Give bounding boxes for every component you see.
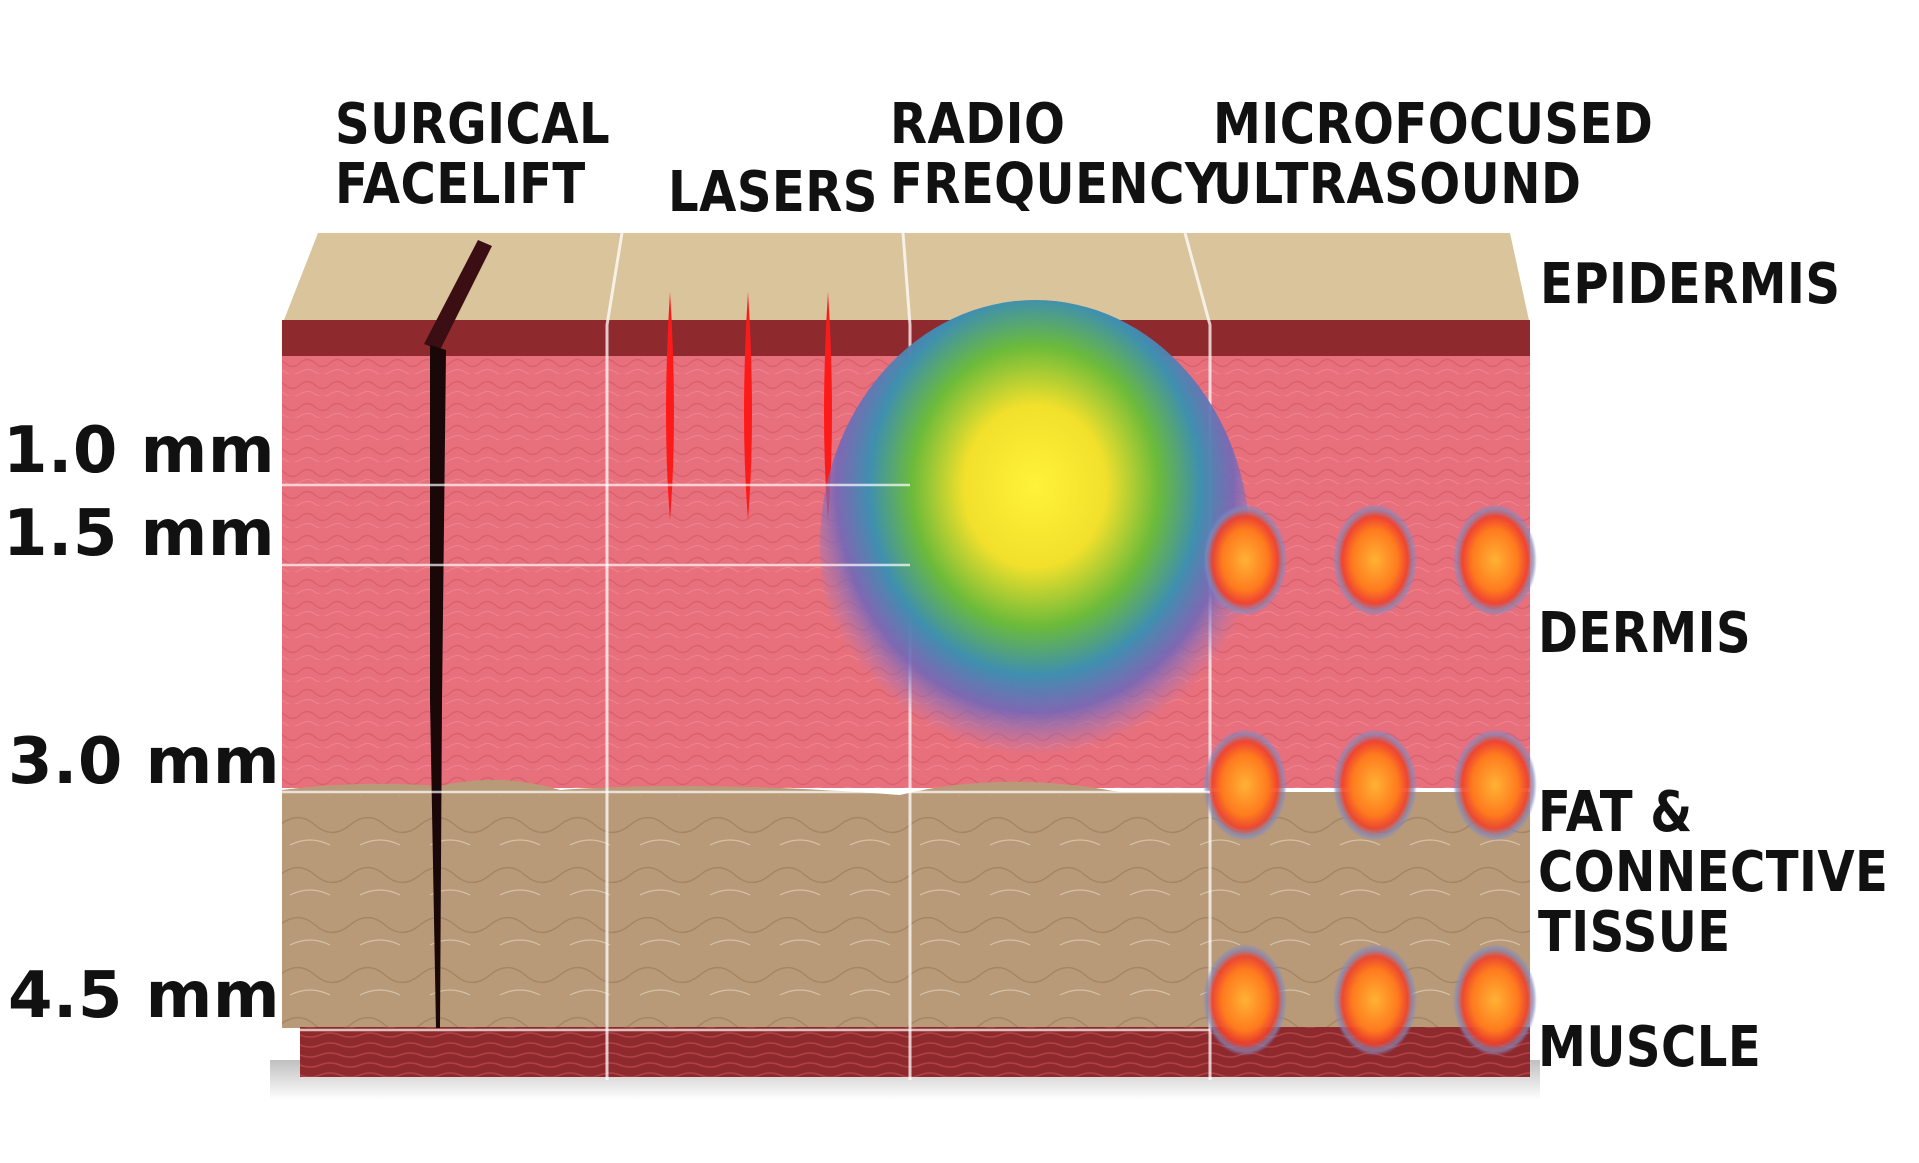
column-title-microfocused-ultrasound: MICROFOCUSED ULTRASOUND: [1213, 92, 1654, 217]
ultrasound-focal-points: [1203, 504, 1537, 1056]
incision-cut-line: [430, 345, 446, 1028]
ultrasound-point-r2-c2: [1333, 729, 1417, 841]
column-title-radio-frequency: RADIO FREQUENCY: [890, 92, 1221, 217]
layer-label-muscle: MUSCLE: [1538, 1015, 1762, 1080]
muscle-texture: [300, 1027, 1530, 1077]
rf-heat-zone: [820, 300, 1250, 790]
layer-label-epidermis: EPIDERMIS: [1540, 252, 1841, 317]
ultrasound-point-r2-c1: [1203, 729, 1287, 841]
ultrasound-point-r1-c1: [1203, 504, 1287, 616]
fat-texture: [282, 795, 1530, 1027]
ultrasound-point-r2-c3: [1453, 729, 1537, 841]
ultrasound-point-r3-c1: [1203, 944, 1287, 1056]
column-title-surgical-facelift: SURGICAL FACELIFT: [335, 92, 611, 217]
surgical-incision: [424, 240, 492, 1028]
ultrasound-point-r3-c2: [1333, 944, 1417, 1056]
column-title-lasers: LASERS: [668, 160, 878, 225]
layer-label-dermis: DERMIS: [1538, 601, 1752, 666]
depth-label-1-5mm: 1.5 mm: [2, 497, 275, 571]
ultrasound-point-r1-c3: [1453, 504, 1537, 616]
divider-rf: [901, 232, 912, 1080]
column-dividers: [605, 232, 1212, 1080]
ultrasound-point-r1-c2: [1333, 504, 1417, 616]
incision-top-cut: [424, 240, 492, 350]
laser-beam-2: [744, 292, 752, 520]
depth-guide-lines: [282, 483, 1210, 1032]
depth-label-4-5mm: 4.5 mm: [7, 959, 280, 1033]
ultrasound-point-r3-c3: [1453, 944, 1537, 1056]
laser-beam-3: [824, 292, 832, 520]
depth-label-3-0mm: 3.0 mm: [7, 725, 280, 799]
laser-beam-1: [666, 292, 674, 520]
divider-lasers: [605, 232, 624, 1080]
divider-mfu: [1183, 232, 1212, 1080]
layer-label-fat-connective-tissue: FAT & CONNECTIVE TISSUE: [1538, 780, 1889, 965]
depth-label-1-0mm: 1.0 mm: [2, 414, 275, 488]
laser-beams: [666, 292, 832, 520]
